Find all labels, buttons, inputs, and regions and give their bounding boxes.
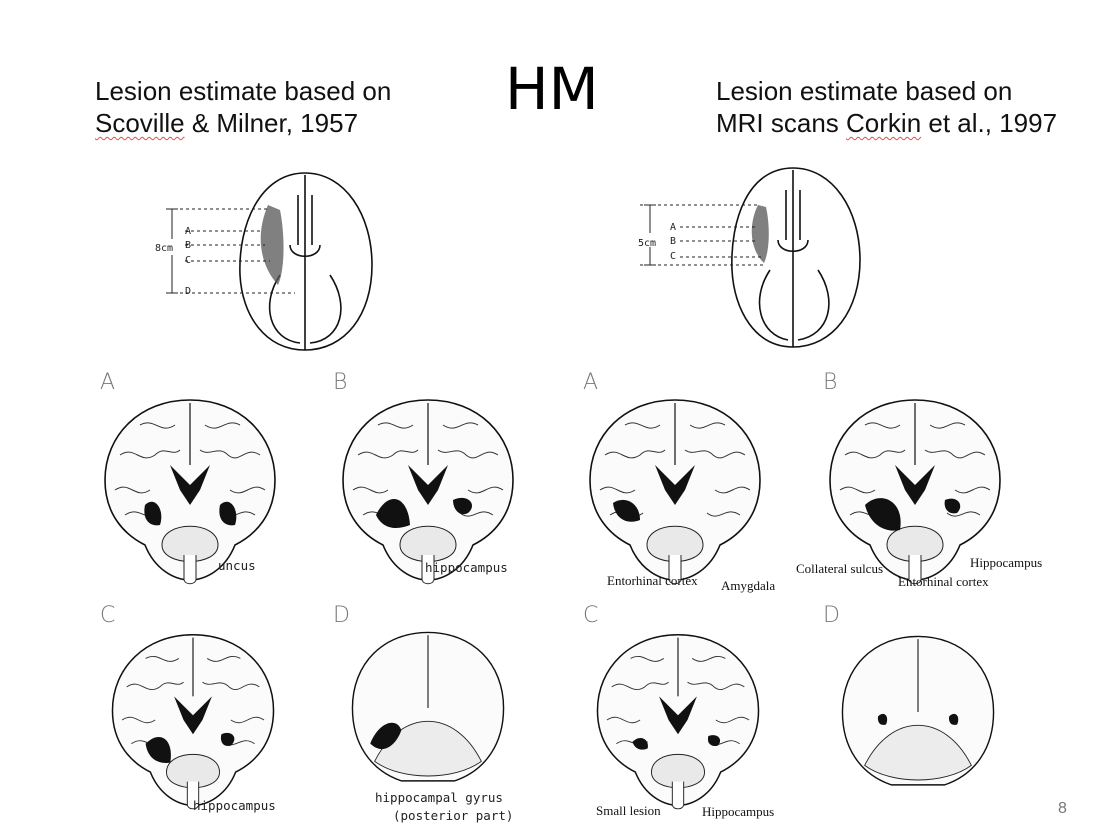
left-marker-a: A xyxy=(185,226,192,237)
right-marker-b: B xyxy=(670,236,677,247)
left-section-b-drawing xyxy=(342,399,514,585)
left-section-d-label: hippocampal gyrus xyxy=(375,790,503,805)
right-section-a-drawing xyxy=(589,399,761,585)
left-section-c-drawing xyxy=(111,633,275,810)
slide-title: HM xyxy=(505,55,599,123)
right-section-c-drawing xyxy=(596,633,760,810)
left-section-a-label: uncus xyxy=(218,558,256,573)
left-section-d-label2: (posterior part) xyxy=(393,808,514,823)
left-heading: Lesion estimate based on Scoville & Miln… xyxy=(95,75,391,139)
right-marker-c: C xyxy=(670,251,677,262)
left-marker-d: D xyxy=(185,286,192,297)
right-section-c-label2: Hippocampus xyxy=(702,804,775,819)
right-heading-line1: Lesion estimate based on xyxy=(716,76,1013,106)
right-section-b-letter: B xyxy=(823,370,838,395)
left-section-b-label: hippocampus xyxy=(425,560,508,575)
left-measure-label: 8cm xyxy=(155,243,174,254)
right-section-a-label2: Amygdala xyxy=(721,578,776,593)
right-heading-line2: MRI scans Corkin et al., 1997 xyxy=(716,108,1058,138)
left-marker-c: C xyxy=(185,255,192,266)
right-measure-label: 5cm xyxy=(638,238,657,249)
right-section-b-label: Collateral sulcus xyxy=(796,561,884,576)
right-section-b-label3: Hippocampus xyxy=(970,555,1043,570)
right-section-c-letter: C xyxy=(583,603,599,628)
spellcheck-word: Scoville xyxy=(95,108,185,138)
left-section-c-label: hippocampus xyxy=(193,798,276,813)
left-section-c-letter: C xyxy=(100,603,116,628)
right-heading: Lesion estimate based on MRI scans Corki… xyxy=(716,75,1057,139)
left-heading-line2: Scoville & Milner, 1957 xyxy=(95,108,359,138)
left-section-a-drawing xyxy=(104,399,276,585)
left-marker-b: B xyxy=(185,240,192,251)
right-ventral-brain-drawing xyxy=(640,167,861,348)
spellcheck-word: Corkin xyxy=(846,108,922,138)
right-marker-a: A xyxy=(670,222,677,233)
slide-number: 8 xyxy=(1058,800,1067,817)
left-section-d-letter: D xyxy=(333,603,350,628)
left-heading-line1: Lesion estimate based on xyxy=(95,76,392,106)
left-section-d-drawing xyxy=(351,631,505,782)
right-section-d-drawing xyxy=(841,635,995,786)
left-section-b-letter: B xyxy=(333,370,348,395)
right-section-b-drawing xyxy=(829,399,1001,585)
right-section-a-label: Entorhinal cortex xyxy=(607,573,698,588)
left-ventral-brain-drawing xyxy=(166,172,373,351)
left-section-a-letter: A xyxy=(100,370,116,395)
right-section-c-label: Small lesion xyxy=(596,803,661,818)
right-section-a-letter: A xyxy=(583,370,599,395)
right-section-d-letter: D xyxy=(823,603,840,628)
right-section-b-label2: Entorhinal cortex xyxy=(898,574,989,589)
